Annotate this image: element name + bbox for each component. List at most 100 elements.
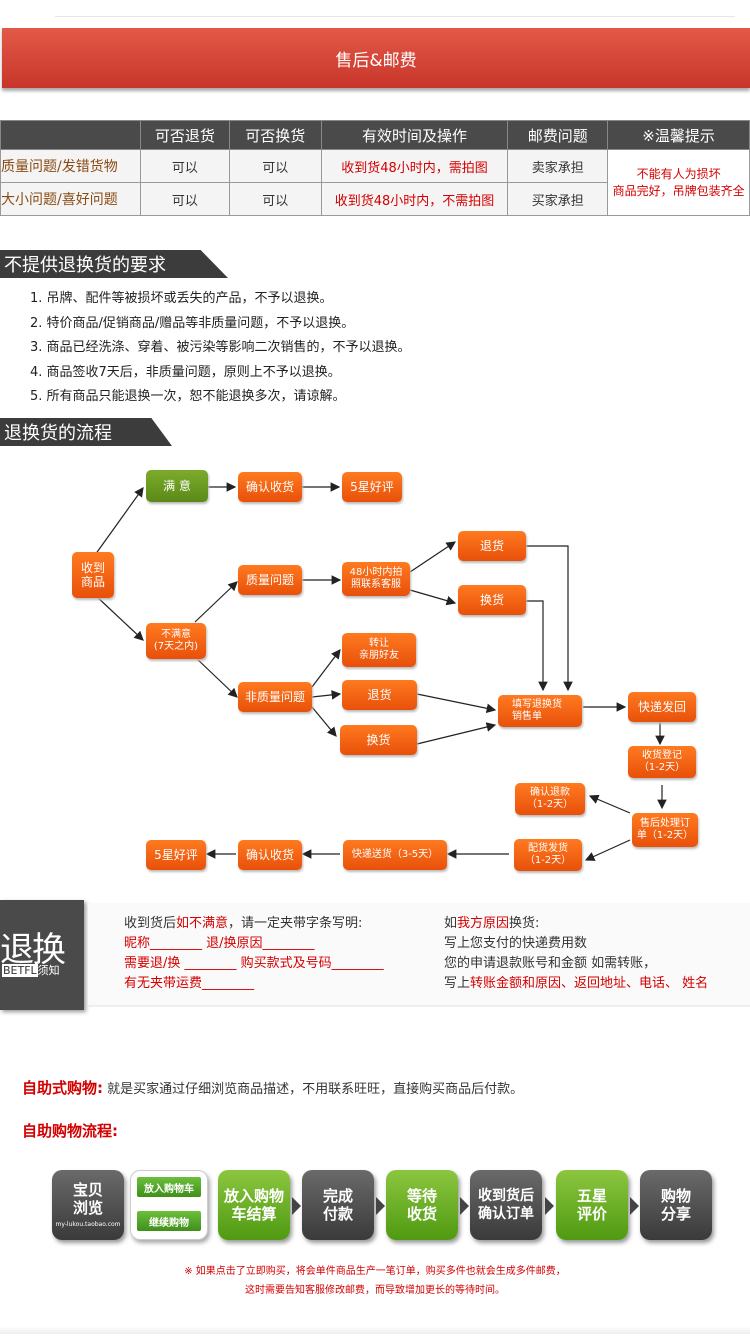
table-header-cell: 邮费问题 (507, 120, 609, 150)
top-divider (55, 16, 735, 17)
table-cell: 大小问题/喜好问题 (0, 182, 141, 216)
step-review: 五星 评价 (556, 1170, 628, 1240)
no-return-title: 不提供退换货的要求 (4, 255, 166, 276)
flow-confirm-receipt: 确认收货 (238, 472, 302, 502)
table-cell: 可以 (228, 182, 322, 216)
notice-line: 有无夹带运费________ (124, 976, 255, 991)
brand-suffix: 须知 (37, 964, 60, 977)
step-arrow (292, 1197, 301, 1215)
flow-five-star-2: 5星好评 (146, 840, 206, 870)
flow-five-star: 5星好评 (342, 472, 402, 502)
table-cell: 可以 (139, 182, 230, 216)
flow-arrows (94, 482, 667, 861)
notice-highlight: 如不满意 (176, 916, 229, 931)
add-to-cart-button[interactable]: 放入购物车 (137, 1177, 201, 1197)
notice-line: 需要退/换 ________ 购买款式及号码________ (124, 956, 384, 971)
flow-non-quality-issue: 非质量问题 (238, 682, 312, 712)
browse-url: my-lukou.taobao.com (55, 1221, 121, 1228)
table-row: 质量问题/发错货物 可以 可以 收到货48小时内，需拍图 卖家承担 不能有人为损… (0, 149, 750, 216)
list-item: 1. 吊牌、配件等被损坏或丢失的产品，不予以退换。 (30, 291, 333, 306)
notice-highlight: 我方原因 (457, 916, 510, 931)
flow-satisfied: 满 意 (146, 470, 208, 502)
self-service-flow-title: 自助购物流程: (22, 1122, 118, 1140)
footnote-line: ※ 如果点击了立即购买，将会单件商品生产一笔订单，购买多件也就会生成多件邮费， (184, 1266, 566, 1277)
table-cell: 收到货48小时内，不需拍图 (320, 182, 509, 216)
table-cell: 收到货48小时内，需拍图 (320, 149, 509, 183)
table-cell: 可以 (228, 149, 322, 183)
step-arrow (545, 1197, 554, 1215)
flow-confirm-receipt-2: 确认收货 (238, 840, 302, 870)
table-header-cell: 有效时间及操作 (320, 120, 509, 150)
flow-return-2: 退货 (342, 680, 417, 710)
step-wait: 等待 收货 (386, 1170, 458, 1240)
bottom-divider (0, 1326, 750, 1334)
table-header-cell: 可否换货 (228, 120, 322, 150)
continue-shopping-button[interactable]: 继续购物 (137, 1211, 201, 1231)
table-header-cell: ※温馨提示 (607, 120, 750, 150)
flow-register: 收货登记 （1-2天） (628, 746, 696, 778)
table-header-cell: 可否退货 (139, 120, 230, 150)
step-browse: 宝贝 浏览 my-lukou.taobao.com (52, 1170, 124, 1240)
list-item: 3. 商品已经洗涤、穿着、被污染等影响二次销售的，不予以退换。 (30, 340, 411, 355)
flow-aftersale: 售后处理订 单（1-2天） (632, 813, 698, 847)
page-banner: 售后&邮费 (2, 28, 750, 88)
list-item: 2. 特价商品/促销商品/赠品等非质量问题，不予以退换。 (30, 315, 355, 331)
step-arrow (630, 1197, 639, 1215)
step-confirm-order: 收到货后 确认订单 (470, 1170, 542, 1240)
step-label: 宝贝 浏览 (72, 1181, 103, 1217)
notice-line: 您的申请退款账号和金额 如需转账， (444, 956, 657, 971)
step-arrow (376, 1197, 385, 1215)
table-cell: 买家承担 (507, 182, 609, 216)
notice-text: ，请一定夹带字条写明: (228, 916, 363, 931)
flow-heading: 退换货的流程 (0, 418, 172, 446)
notice-text: 如 (444, 916, 458, 931)
tip-cell: 不能有人为损坏 商品完好，吊牌包装齐全 (607, 149, 750, 216)
notice-highlight: 转账金额和原因、返回地址、电话、 姓名 (470, 976, 709, 991)
policy-table: 可否退货 可否换货 有效时间及操作 邮费问题 ※温馨提示 质量问题/发错货物 可… (0, 120, 750, 216)
step-arrow (460, 1197, 469, 1215)
table-cell: 质量问题/发错货物 (0, 149, 141, 183)
flow-express-back: 快递发回 (628, 692, 696, 722)
no-return-list: 1. 吊牌、配件等被损坏或丢失的产品，不予以退换。 2. 特价商品/促销商品/赠… (30, 287, 411, 410)
self-service-label: 自助式购物: (22, 1079, 103, 1097)
step-pay: 完成 付款 (302, 1170, 374, 1240)
self-service-desc: 自助式购物: 就是买家通过仔细浏览商品描述，不用联系旺旺，直接购买商品后付款。 (22, 1077, 523, 1098)
list-item: 5. 所有商品只能退换一次，恕不能退换多次，请谅解。 (30, 389, 346, 404)
notice-line: 写上转账金额和原因、返回地址、电话、 姓名 (444, 974, 708, 994)
step-share: 购物 分享 (640, 1170, 712, 1240)
footnote-line: 这时需要告知客服修改邮费，而导致增加更长的等待时间。 (245, 1285, 505, 1296)
flow-return: 退货 (458, 531, 526, 561)
list-item: 4. 商品签收7天后，非质量问题，原则上不予以退换。 (30, 364, 341, 380)
flow-exchange: 换货 (458, 585, 526, 615)
banner-title: 售后&邮费 (335, 50, 417, 71)
flow-confirm-refund: 确认退款 （1-2天） (515, 783, 585, 815)
no-return-heading: 不提供退换货的要求 (0, 250, 228, 278)
flow-unsatisfied: 不满意 (7天之内) (146, 623, 206, 659)
notice-left: 收到货后如不满意，请一定夹带字条写明: 昵称________ 退/换原因____… (124, 914, 384, 994)
flow-title: 退换货的流程 (4, 423, 112, 444)
self-service-text: 就是买家通过仔细浏览商品描述，不用联系旺旺，直接购买商品后付款。 (103, 1082, 524, 1097)
table-cell: 卖家承担 (507, 149, 609, 183)
flow-transfer-friends: 转让 亲朋好友 (342, 633, 416, 667)
table-row: 大小问题/喜好问题 可以 可以 收到货48小时内，不需拍图 买家承担 (0, 182, 750, 216)
notice-line: 如我方原因换货: (444, 914, 708, 934)
notice-line: 写上您支付的快递费用数 (444, 936, 588, 951)
footnote: ※ 如果点击了立即购买，将会单件商品生产一笔订单，购买多件也就会生成多件邮费， … (0, 1262, 750, 1300)
table-header-row: 可否退货 可否换货 有效时间及操作 邮费问题 ※温馨提示 (0, 120, 750, 150)
brand-name: BETFL (2, 964, 38, 977)
notice-right: 如我方原因换货: 写上您支付的快递费用数 您的申请退款账号和金额 如需转账， 写… (444, 914, 708, 994)
flow-quality-issue: 质量问题 (238, 565, 302, 595)
notice-brand: BETFL须知 (2, 962, 60, 978)
flow-48h-contact: 48小时内拍 照联系客服 (342, 562, 410, 596)
cart-buttons-card: 放入购物车 继续购物 (130, 1170, 208, 1240)
flow-ship: 配货发货 （1-2天） (514, 839, 582, 871)
notice-text: 写上 (444, 976, 471, 991)
notice-line: 收到货后如不满意，请一定夹带字条写明: (124, 914, 384, 934)
notice-text: 换货: (509, 916, 540, 931)
return-notice-badge: 退换 BETFL须知 (0, 900, 84, 1010)
flow-express-send: 快递送货（3-5天） (343, 840, 447, 870)
notice-line: 昵称________ 退/换原因________ (124, 936, 315, 951)
flow-fill-form: 填写退换货 销售单 (498, 695, 582, 727)
notice-text: 收到货后 (124, 916, 177, 931)
table-header-cell (0, 120, 141, 150)
